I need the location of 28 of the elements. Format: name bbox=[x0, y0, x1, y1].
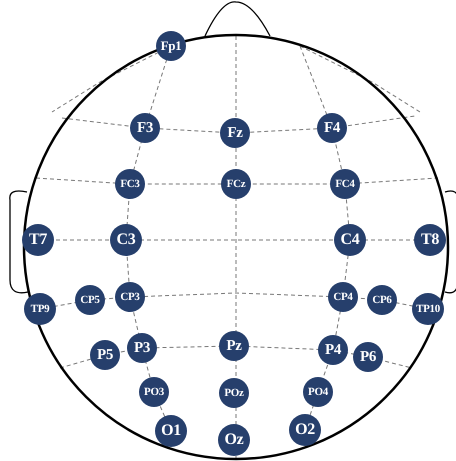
electrode: F3 bbox=[130, 113, 160, 143]
electrode: Fp1 bbox=[156, 31, 186, 61]
electrode: CP4 bbox=[328, 282, 358, 312]
electrode: CP5 bbox=[75, 285, 105, 315]
electrode: FC3 bbox=[115, 169, 145, 199]
electrode: CP3 bbox=[115, 282, 145, 312]
electrode: Oz bbox=[218, 424, 250, 456]
electrode: C4 bbox=[334, 224, 366, 256]
electrode: FC4 bbox=[330, 169, 360, 199]
electrode: FCz bbox=[221, 169, 251, 199]
electrode: O2 bbox=[289, 414, 321, 446]
electrode: TP9 bbox=[24, 293, 56, 325]
electrode: PO3 bbox=[139, 377, 169, 407]
electrode: P6 bbox=[353, 342, 383, 372]
electrode: CP6 bbox=[367, 285, 397, 315]
electrode: C3 bbox=[110, 224, 142, 256]
electrode: POz bbox=[219, 378, 249, 408]
electrode: P3 bbox=[127, 333, 157, 363]
electrode: T8 bbox=[414, 224, 446, 256]
electrode: Fz bbox=[220, 118, 250, 148]
electrode: PO4 bbox=[303, 377, 333, 407]
electrode: Pz bbox=[219, 331, 249, 361]
electrode: O1 bbox=[155, 415, 187, 447]
electrode: TP10 bbox=[412, 293, 444, 325]
electrode: P5 bbox=[90, 340, 120, 370]
electrode: F4 bbox=[317, 113, 347, 143]
electrode: P4 bbox=[318, 335, 348, 365]
electrode: T7 bbox=[22, 224, 54, 256]
